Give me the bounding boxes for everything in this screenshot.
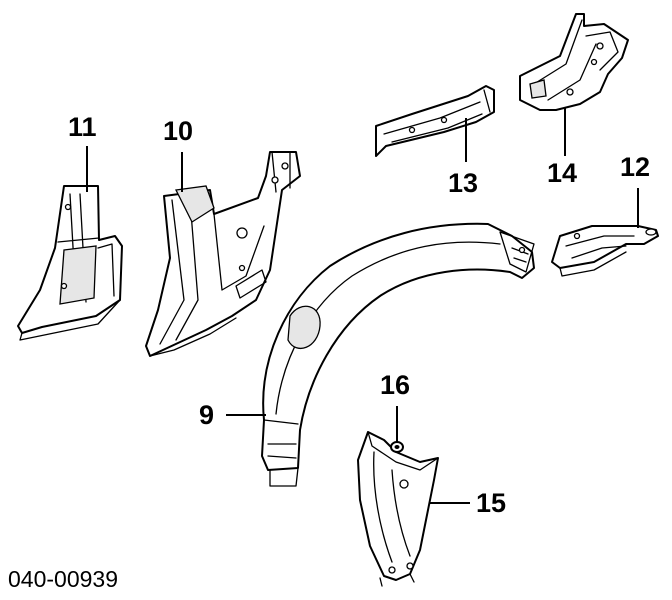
callout-13: 13 bbox=[448, 168, 479, 198]
callout-15: 15 bbox=[476, 488, 507, 518]
leader-lines bbox=[86, 108, 639, 504]
callout-11: 11 bbox=[68, 112, 97, 142]
callout-12: 12 bbox=[620, 152, 651, 182]
callout-16: 16 bbox=[380, 370, 411, 400]
part-16-fastener bbox=[390, 441, 404, 453]
callout-10: 10 bbox=[163, 116, 194, 146]
part-14-corner-bracket bbox=[519, 13, 629, 111]
part-11-pillar-panel bbox=[17, 185, 123, 341]
part-10-lock-pillar bbox=[145, 151, 301, 357]
part-15-splash-shield bbox=[357, 431, 439, 587]
part-9-wheelhouse bbox=[261, 222, 535, 487]
part-12-rail-bracket bbox=[551, 225, 659, 277]
part-13-upper-rail bbox=[375, 85, 495, 157]
document-code: 040-00939 bbox=[8, 566, 118, 592]
callout-9: 9 bbox=[199, 400, 215, 430]
callout-14: 14 bbox=[547, 158, 578, 188]
